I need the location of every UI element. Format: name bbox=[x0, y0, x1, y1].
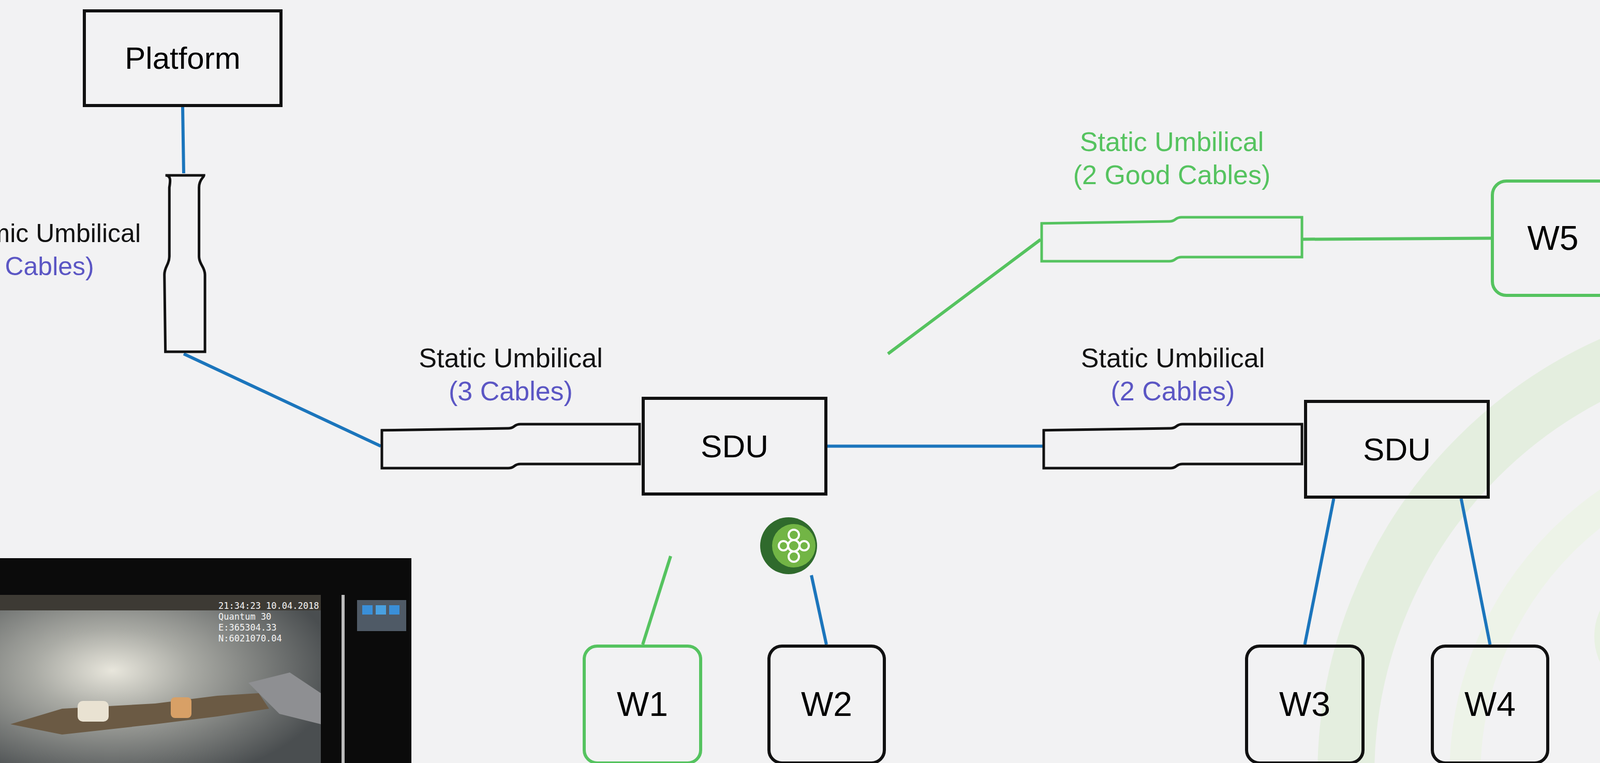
connector bbox=[183, 353, 381, 447]
photo-overlay-text: N:6021070.04 bbox=[218, 633, 283, 644]
dynamic-umbilical: Dynamic Umbilical(4 Cables) bbox=[161, 173, 206, 354]
node-label: SDU bbox=[700, 427, 769, 465]
well-box: W3 bbox=[1245, 644, 1365, 763]
umbilical-text: Static Umbilical bbox=[1079, 125, 1264, 159]
umbilical-text: (2 Cables) bbox=[1110, 374, 1236, 408]
umbilical-text: Static Umbilical bbox=[418, 341, 603, 375]
watermark-dot bbox=[1598, 579, 1600, 694]
node-label: W2 bbox=[801, 685, 853, 725]
sdu-box: SDU bbox=[1304, 400, 1490, 499]
photo-overlay-text: E:365304.33 bbox=[218, 623, 277, 633]
sdu-box: SDU bbox=[641, 396, 828, 496]
blue-leader bbox=[811, 575, 827, 645]
connector bbox=[1461, 498, 1491, 645]
umbilical-label: Static Umbilical(2 Good Cables) bbox=[1073, 125, 1271, 192]
umbilical-label: Static Umbilical(2 Cables) bbox=[1080, 341, 1265, 408]
watermark-ring bbox=[1345, 325, 1600, 763]
umbilical-shape bbox=[1040, 216, 1303, 263]
umbilical-outline bbox=[381, 424, 640, 469]
static-umbilical: Static Umbilical(3 Cables) bbox=[380, 423, 641, 470]
green-leader bbox=[887, 239, 1041, 354]
green-leader bbox=[642, 556, 671, 645]
umbilical-outline bbox=[164, 175, 205, 352]
photo-overlay-text: 21:34:23 10.04.2018 bbox=[218, 601, 319, 612]
well-box: W1 bbox=[582, 644, 703, 763]
umbilical-label: Static Umbilical(3 Cables) bbox=[418, 341, 603, 408]
umbilical-text: (3 Cables) bbox=[448, 374, 573, 408]
connector bbox=[827, 445, 1043, 449]
node-label: W3 bbox=[1279, 685, 1331, 725]
umbilical-outline bbox=[1043, 424, 1302, 469]
node-label: SDU bbox=[1363, 431, 1431, 468]
umbilical-label: Dynamic Umbilical(4 Cables) bbox=[0, 216, 141, 284]
connector bbox=[1305, 498, 1335, 645]
node-label: W1 bbox=[616, 685, 669, 725]
well-box: W5 bbox=[1490, 179, 1600, 298]
cable-icon bbox=[760, 517, 818, 575]
node-label: Platform bbox=[124, 40, 241, 77]
photo-inset bbox=[0, 558, 412, 763]
photo-overlay-text: Quantum 30 bbox=[218, 612, 272, 622]
umbilical-shape bbox=[161, 173, 206, 354]
well-box: W2 bbox=[767, 644, 886, 763]
umbilical-outline bbox=[1041, 217, 1302, 262]
platform-box: Platform bbox=[82, 9, 283, 108]
umbilical-text: Static Umbilical bbox=[1080, 341, 1265, 375]
node-label: W4 bbox=[1464, 685, 1516, 725]
umbilical-text: (4 Cables) bbox=[0, 249, 95, 284]
static-umbilical: Static Umbilical(2 Good Cables) bbox=[1040, 216, 1303, 263]
umbilical-text: (2 Good Cables) bbox=[1073, 158, 1271, 192]
static-umbilical: Static Umbilical(2 Cables) bbox=[1042, 423, 1303, 470]
umbilical-shape bbox=[380, 423, 641, 470]
watermark-ring bbox=[1464, 444, 1600, 763]
umbilical-text: Dynamic Umbilical bbox=[0, 216, 141, 250]
node-label: W5 bbox=[1527, 218, 1579, 259]
well-box: W4 bbox=[1430, 644, 1550, 763]
connector bbox=[1302, 238, 1491, 240]
umbilical-shape bbox=[1042, 423, 1303, 470]
connector bbox=[182, 107, 184, 174]
